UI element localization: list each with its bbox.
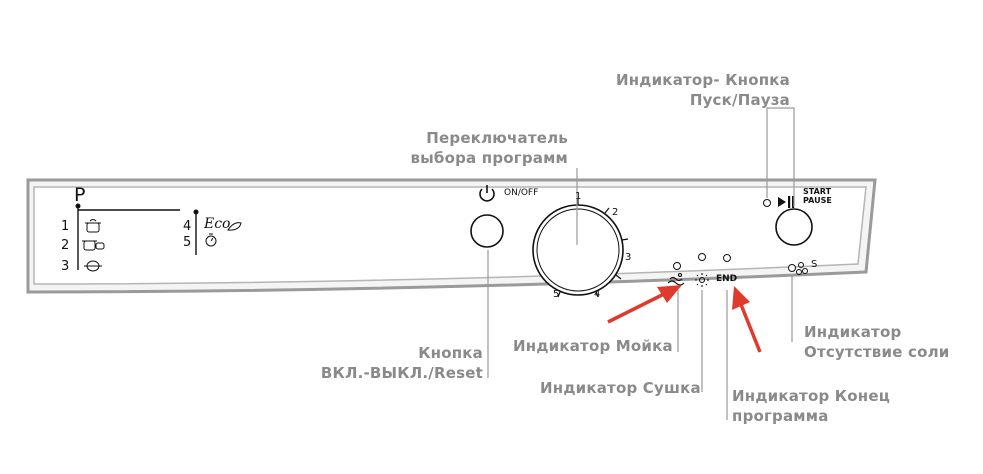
dial-position-4: 4 [594, 289, 601, 300]
dry-led [698, 253, 706, 261]
eco-leaf-icon [227, 222, 242, 231]
callout-on-off: Кнопка ВКЛ.-ВЫКЛ./Reset [320, 344, 483, 382]
pot-icon [85, 219, 101, 233]
start-label: START [803, 187, 832, 196]
salt-icon [796, 262, 808, 275]
wash-icon [667, 272, 685, 286]
salt-label: S [811, 259, 818, 270]
start-pause-button[interactable] [776, 209, 812, 245]
pause-label: PAUSE [803, 196, 832, 205]
salt-led [788, 264, 796, 272]
power-icon [479, 185, 495, 202]
program-2-number: 2 [61, 238, 70, 253]
plate-icon [84, 260, 102, 272]
program-4-eco-label: Eco [204, 216, 231, 232]
program-4-number: 4 [183, 219, 192, 234]
callout-wash: Индикатор Мойка [513, 337, 673, 355]
on-off-button[interactable] [471, 215, 504, 248]
dial-ticks [557, 199, 629, 298]
start-pause-button-shape [775, 208, 813, 246]
program-dial[interactable] [533, 205, 623, 295]
callout-end: Индикатор Конец программа [732, 387, 891, 425]
wash-led [673, 262, 681, 270]
dial-position-5: 5 [553, 289, 560, 300]
end-label: END [716, 274, 738, 284]
start-pause-led [763, 199, 771, 207]
leader-lines [487, 107, 795, 420]
stopwatch-icon [205, 233, 217, 247]
program-3-number: 3 [61, 259, 70, 274]
callout-dry: Индикатор Сушка [540, 379, 701, 397]
play-pause-icon [778, 196, 795, 208]
pot-and-cup-icon [82, 240, 105, 251]
program-header-letter: P [74, 184, 86, 206]
program-1-number: 1 [61, 219, 70, 234]
dial-position-3: 3 [625, 252, 632, 263]
callout-salt: Индикатор Отсутствие соли [804, 323, 950, 361]
callout-start-pause: Индикатор- Кнопка Пуск/Пауза [615, 71, 790, 109]
end-led [723, 254, 731, 262]
dial-position-1: 1 [575, 191, 582, 202]
dry-icon [695, 273, 709, 287]
on-off-label: ON/OFF [504, 188, 539, 198]
program-5-number: 5 [183, 235, 192, 250]
dial-position-2: 2 [612, 207, 619, 218]
callout-program-selector: Переключатель выбора программ [410, 129, 568, 167]
on-off-button-shape [470, 214, 504, 248]
program-dial-inner [536, 208, 620, 292]
red-arrows [607, 285, 762, 353]
